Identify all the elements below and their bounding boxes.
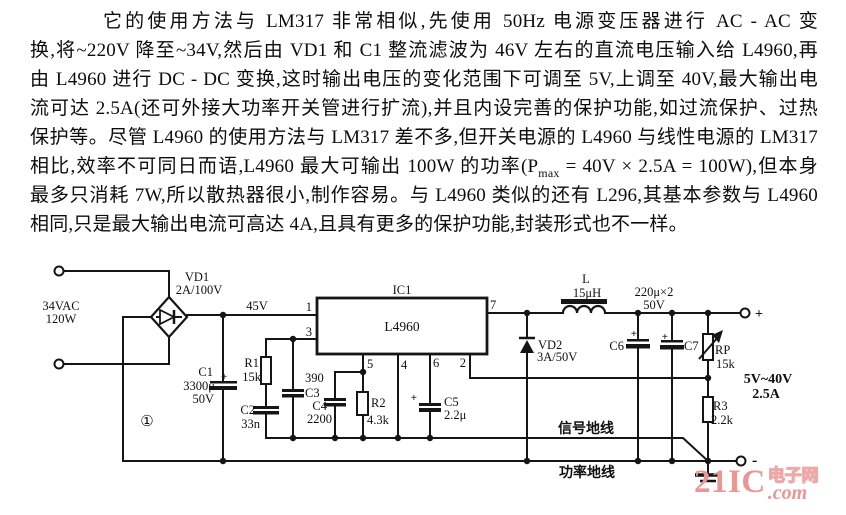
paragraph-line-5: 保护等。尽管 L4960 的使用方法与 LM317 差不多,但开关电源的 L49… xyxy=(30,127,818,148)
paragraph-line-6: 相比,效率不可同日而语,L4960 最大可输出 100W 的功率(Pmax = … xyxy=(30,152,818,181)
label-signal-ground: 信号地线 xyxy=(558,420,614,437)
label-pin4: 4 xyxy=(401,358,408,372)
label-c4-value: 2200 xyxy=(307,412,332,426)
label-c5-plus: + xyxy=(411,392,417,404)
label-ic-ref: IC1 xyxy=(393,283,412,297)
label-pin3: 3 xyxy=(306,325,312,339)
output-terminal-minus xyxy=(735,455,747,467)
label-rp-value: 15k xyxy=(716,357,736,371)
label-l-value: 15μH xyxy=(573,286,601,300)
figure-number: ① xyxy=(140,414,153,430)
label-pin2: 2 xyxy=(460,356,466,370)
output-terminal-plus xyxy=(739,307,751,319)
label-c5-value: 2.2μ xyxy=(444,408,467,422)
label-c4: C4 xyxy=(312,399,327,413)
label-r1: R1 xyxy=(244,356,259,370)
label-pin1: 1 xyxy=(306,300,312,314)
capacitor-plates xyxy=(209,339,684,415)
label-c1-plus: + xyxy=(221,371,227,383)
label-rp: RP xyxy=(715,343,730,357)
label-pin5: 5 xyxy=(367,357,373,371)
input-terminal-top xyxy=(53,265,65,277)
label-c1-voltage: 50V xyxy=(192,392,214,406)
label-c5: C5 xyxy=(444,395,459,409)
label-c6: C6 xyxy=(609,339,624,353)
watermark-brand: 21IC xyxy=(694,464,766,500)
intro-paragraph: 它的使用方法与 LM317 非常相似,先使用 50Hz 电源变压器进行 AC -… xyxy=(30,7,818,239)
paragraph-line-2: 换,将~220V 降至~34V,然后由 VD1 和 C1 整流滤波为 46V 左… xyxy=(30,40,818,61)
label-pin7: 7 xyxy=(490,298,496,312)
label-power-ground: 功率地线 xyxy=(559,464,615,481)
label-ic-part: L4960 xyxy=(384,319,419,334)
label-c3-value: 390 xyxy=(305,371,324,385)
label-45v: 45V xyxy=(246,299,268,313)
label-terminal-plus: + xyxy=(755,307,763,322)
label-vd2: VD2 xyxy=(538,338,562,352)
earth-ground-icon xyxy=(695,473,721,483)
label-c7-plus: + xyxy=(662,331,668,343)
potentiometer-arrow-icon xyxy=(698,330,723,360)
subscript-max: max xyxy=(538,165,560,180)
label-r3: R3 xyxy=(713,399,728,413)
inductor-icon xyxy=(561,299,607,314)
paragraph-line-7: 最多只消耗 7W,所以散热器很小,制作容易。与 L4960 类似的还有 L296… xyxy=(30,185,818,206)
ic-l4960-box xyxy=(315,296,489,356)
resistor-bodies xyxy=(260,333,714,423)
diode-vd2-icon xyxy=(519,336,535,353)
paragraph-text: 相比,效率不可同日而语,L4960 最大可输出 100W 的功率(P xyxy=(30,156,539,177)
label-vd1: VD1 xyxy=(185,270,209,284)
paragraph-line-4: 流可达 2.5A(还可外接大功率开关管进行扩流),并且内设完善的保护功能,如过流… xyxy=(30,98,818,119)
junction-dots xyxy=(219,309,712,465)
label-c7: C7 xyxy=(684,339,699,353)
label-c2-value: 33n xyxy=(241,417,261,431)
label-vd1-rating: 2A/100V xyxy=(176,283,223,297)
label-pin6: 6 xyxy=(433,356,439,370)
label-vd2-rating: 3A/50V xyxy=(537,350,577,364)
label-r2-value: 4.3k xyxy=(367,413,390,427)
label-l: L xyxy=(582,272,590,286)
label-r1-value: 15k xyxy=(242,370,262,384)
label-r3-value: 2.2k xyxy=(711,413,734,427)
wires xyxy=(63,270,746,474)
label-r2: R2 xyxy=(371,396,386,410)
watermark-site: 电子网 xyxy=(767,466,819,485)
label-c1: C1 xyxy=(198,365,213,379)
watermark-21ic: 21IC 电子网 .com xyxy=(694,464,819,504)
label-c3: C3 xyxy=(305,386,320,400)
label-terminal-minus: - xyxy=(752,452,757,469)
paragraph-text: = 40V × 2.5A = 100W),但本身 xyxy=(559,156,818,177)
label-cap-bank-voltage: 50V xyxy=(643,298,665,312)
label-output-current: 2.5A xyxy=(752,387,781,402)
label-c2: C2 xyxy=(240,403,255,417)
paragraph-line-8: 相同,只是最大输出电流可高达 4A,且具有更多的保护功能,封装形式也不一样。 xyxy=(30,214,688,235)
paragraph-line-3: 由 L4960 进行 DC - DC 变换,这时输出电压的变化范围下可调至 5V… xyxy=(30,69,818,90)
label-c6-plus: + xyxy=(631,328,637,340)
label-cap-bank: 220μ×2 xyxy=(635,285,674,299)
bridge-rectifier-icon xyxy=(149,295,189,339)
paragraph-line-1: 它的使用方法与 LM317 非常相似,先使用 50Hz 电源变压器进行 AC -… xyxy=(103,11,818,32)
label-output-range: 5V~40V xyxy=(744,372,793,387)
label-input-voltage: 34VAC xyxy=(42,299,79,313)
label-input-power: 120W xyxy=(46,312,77,326)
label-c1-value: 3300μ xyxy=(183,379,215,393)
input-terminal-bottom xyxy=(53,358,65,370)
watermark-suffix: .com xyxy=(767,482,808,504)
